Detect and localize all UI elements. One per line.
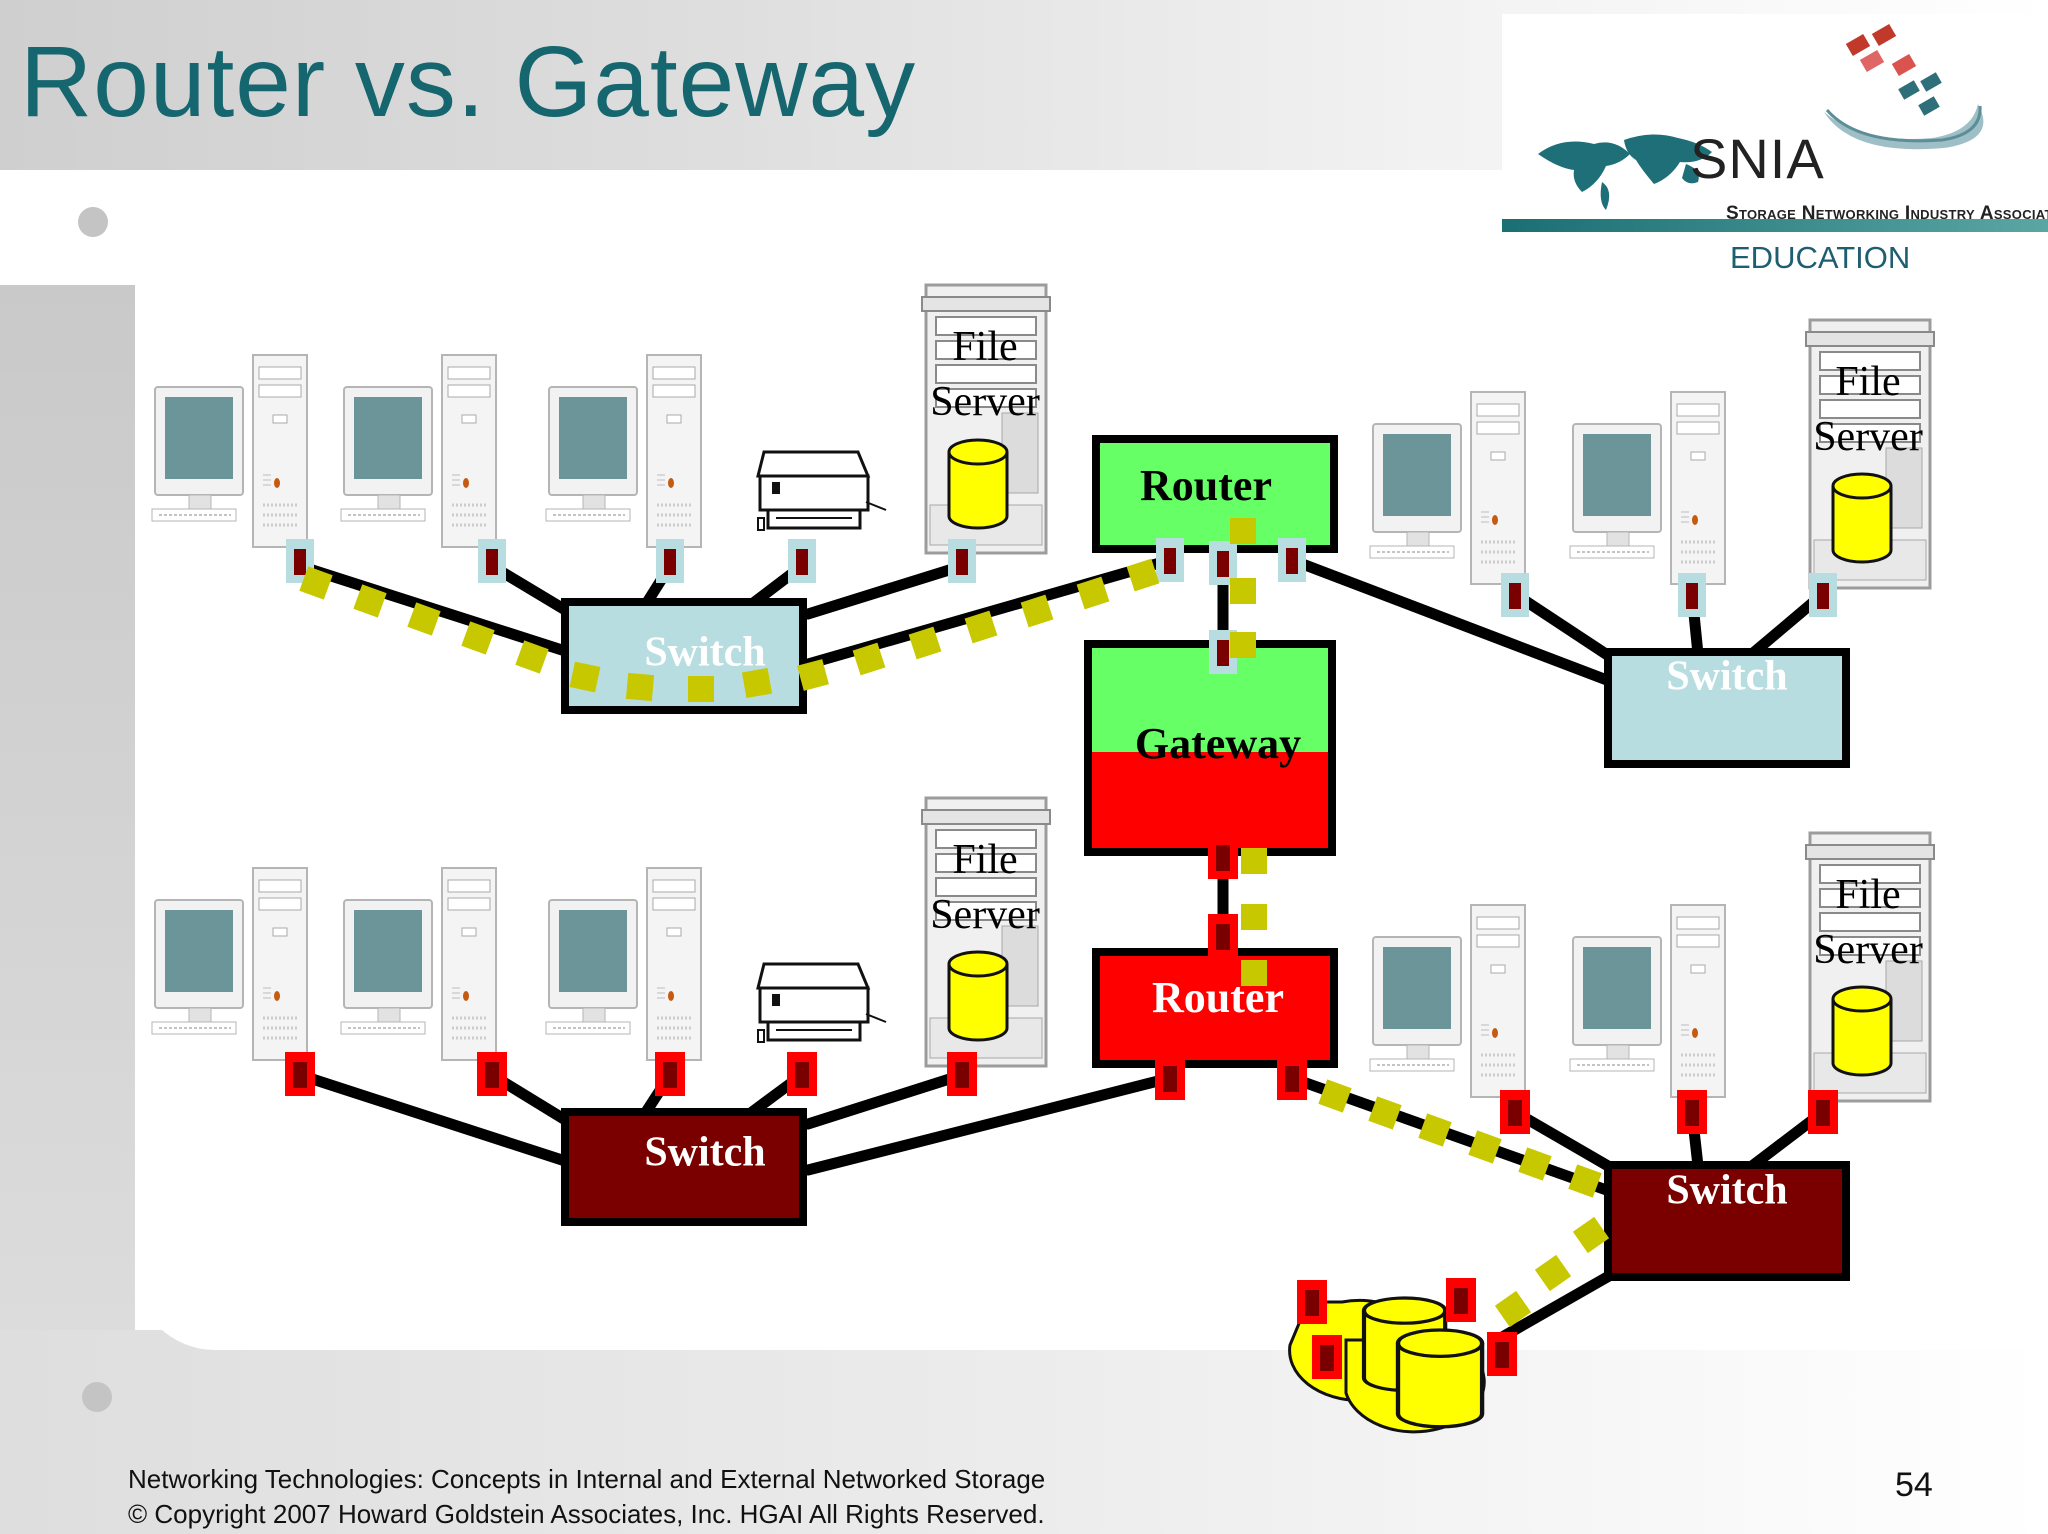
snia-logo: SNIA Storage Networking Industry Associa… bbox=[1502, 14, 2048, 287]
footer-copyright: © Copyright 2007 Howard Goldstein Associ… bbox=[128, 1499, 1045, 1529]
router-bottom: Router bbox=[1092, 948, 1338, 1068]
file-server-label: Server bbox=[930, 379, 1040, 425]
port bbox=[1208, 914, 1238, 958]
pc-workstation bbox=[1368, 903, 1527, 1099]
file-server-label: Server bbox=[1813, 927, 1923, 973]
pc-workstation bbox=[339, 353, 498, 549]
port bbox=[1678, 573, 1706, 617]
file-server-label: File bbox=[952, 837, 1017, 883]
switch-top-right: Switch bbox=[1604, 648, 1850, 768]
port bbox=[1500, 1090, 1530, 1134]
pc-workstation bbox=[150, 353, 309, 549]
port bbox=[1278, 538, 1306, 582]
left-band bbox=[0, 285, 135, 1335]
port bbox=[788, 539, 816, 583]
bottom-network: File Server File Server Switch Switch Ro… bbox=[150, 796, 1936, 1434]
port bbox=[1155, 1056, 1185, 1100]
pc-workstation bbox=[150, 866, 309, 1062]
file-server: File Server bbox=[1804, 831, 1936, 1103]
file-server-label: File bbox=[1835, 359, 1900, 405]
pc-workstation bbox=[1568, 390, 1727, 586]
pc-workstation bbox=[1568, 903, 1727, 1099]
port bbox=[478, 539, 506, 583]
router-top: Router bbox=[1092, 435, 1338, 553]
port bbox=[1501, 573, 1529, 617]
logo-bar bbox=[1502, 219, 2048, 232]
switch-bottom-left: Switch bbox=[561, 1108, 807, 1226]
logo-tagline: EDUCATION bbox=[1730, 240, 1911, 275]
file-server: File Server bbox=[920, 283, 1052, 555]
port bbox=[1809, 573, 1837, 617]
bullet-icon bbox=[78, 207, 108, 237]
logo-subtitle: Storage Networking Industry Association bbox=[1726, 203, 2048, 224]
switch-label: Switch bbox=[1666, 1168, 1787, 1214]
pc-workstation bbox=[544, 866, 703, 1062]
file-server-label: Server bbox=[930, 892, 1040, 938]
file-server-label: Server bbox=[1813, 414, 1923, 460]
port bbox=[947, 1052, 977, 1096]
port bbox=[1277, 1056, 1307, 1100]
port bbox=[655, 1052, 685, 1096]
port bbox=[1808, 1090, 1838, 1134]
footer: Networking Technologies: Concepts in Int… bbox=[128, 1462, 1045, 1532]
packet-path bbox=[299, 518, 1256, 702]
switch-bottom-right: Switch bbox=[1604, 1161, 1850, 1281]
switch-label: Switch bbox=[1666, 654, 1787, 700]
switch-label: Switch bbox=[644, 630, 765, 676]
router-label: Router bbox=[1140, 461, 1272, 510]
file-server-label: File bbox=[1835, 872, 1900, 918]
printer-icon bbox=[756, 450, 888, 532]
file-server: File Server bbox=[920, 796, 1052, 1068]
file-server: File Server bbox=[1804, 318, 1936, 590]
top-network: File Server File Server Switch Switch Ro… bbox=[150, 283, 1936, 856]
port bbox=[948, 539, 976, 583]
packet-path bbox=[1241, 848, 1610, 1328]
page-number: 54 bbox=[1895, 1466, 1933, 1504]
port bbox=[787, 1052, 817, 1096]
switch-label: Switch bbox=[644, 1130, 765, 1176]
port bbox=[1156, 538, 1184, 582]
port bbox=[1297, 1280, 1327, 1324]
footer-course: Networking Technologies: Concepts in Int… bbox=[128, 1464, 1046, 1494]
gateway-label: Gateway bbox=[1135, 719, 1301, 768]
port bbox=[1208, 835, 1238, 879]
bullet-icon bbox=[82, 1382, 112, 1412]
pc-workstation bbox=[544, 353, 703, 549]
port bbox=[1312, 1335, 1342, 1379]
footer-band bbox=[0, 1330, 2048, 1534]
port bbox=[1446, 1278, 1476, 1322]
port bbox=[1487, 1332, 1517, 1376]
port bbox=[656, 539, 684, 583]
pc-workstation bbox=[339, 866, 498, 1062]
port bbox=[1677, 1090, 1707, 1134]
port bbox=[477, 1052, 507, 1096]
logo-graphic bbox=[1538, 23, 1984, 210]
logo-name: SNIA bbox=[1690, 127, 1825, 190]
gateway: Gateway bbox=[1084, 640, 1336, 856]
printer-icon bbox=[756, 962, 888, 1044]
pc-workstation bbox=[1368, 390, 1527, 586]
slide-title: Router vs. Gateway bbox=[20, 26, 917, 138]
file-server-label: File bbox=[952, 324, 1017, 370]
port bbox=[285, 1052, 315, 1096]
